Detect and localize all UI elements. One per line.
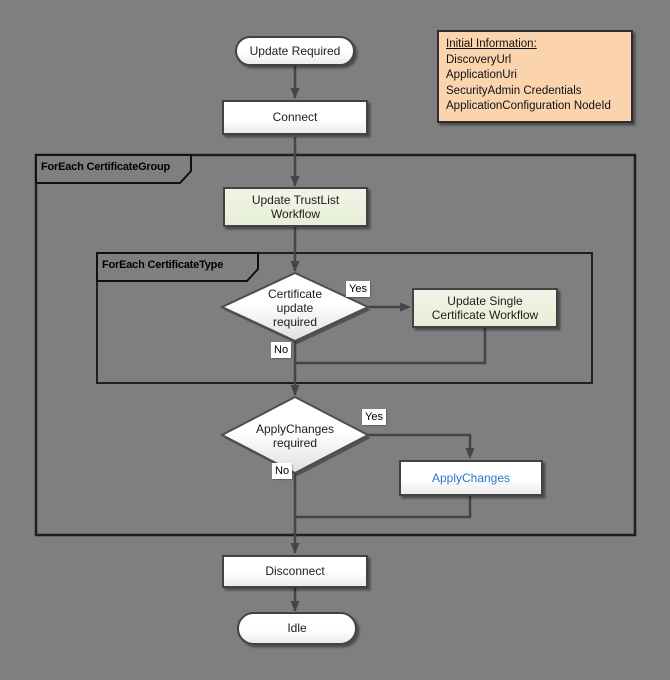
- initial-information-item: SecurityAdmin Credentials: [446, 84, 582, 97]
- certificate-type-frame: [96, 252, 593, 384]
- arrowhead-certdiamond: [290, 261, 300, 272]
- certificate-group-frame: [34, 153, 637, 537]
- certificate-group-tab: [35, 154, 192, 184]
- arrowhead-idle: [290, 601, 300, 612]
- edge-applydiamond-yes: [368, 433, 472, 456]
- initial-information-item: DiscoveryUrl: [446, 53, 512, 66]
- node-disconnect: Disconnect: [222, 555, 368, 588]
- branch-label-applychanges-yes: Yes: [362, 409, 386, 425]
- arrowhead-connect: [290, 88, 300, 99]
- arrowhead-applydiamond: [290, 385, 300, 396]
- branch-label-applychanges-no: No: [272, 463, 293, 479]
- edge-applychanges-return: [295, 496, 472, 519]
- initial-information-item: ApplicationConfiguration NodeId: [446, 100, 611, 112]
- certificate-type-tab: [96, 252, 259, 282]
- applychanges-decision-diamond: [219, 395, 371, 475]
- certificate-group-label: ForEach CertificateGroup: [41, 161, 171, 173]
- branch-label-certificate-yes: Yes: [346, 281, 370, 297]
- node-update-single-certificate-workflow: Update Single Certificate Workflow: [412, 288, 558, 328]
- arrowhead-trustlist: [290, 176, 300, 187]
- initial-information-note: Initial Information: DiscoveryUrl Applic…: [437, 30, 633, 123]
- initial-information-item: ApplicationUri: [446, 69, 517, 81]
- arrowhead-singlecert: [400, 302, 411, 312]
- certificate-type-label: ForEach CertificateType: [102, 259, 224, 271]
- certificate-decision-diamond: [219, 271, 371, 343]
- arrowhead-disconnect: [290, 543, 300, 554]
- decision-certificate-update-required: Certificate update required: [267, 286, 323, 330]
- node-connect: Connect: [222, 100, 368, 135]
- edge-singlecert-return: [295, 328, 487, 365]
- arrowhead-applychanges: [465, 448, 475, 459]
- initial-information-title: Initial Information:: [446, 38, 537, 50]
- node-update-trustlist-workflow: Update TrustList Workflow: [223, 187, 368, 227]
- arrowheads: [290, 88, 475, 612]
- node-update-required: Update Required: [235, 36, 355, 66]
- node-applychanges: ApplyChanges: [399, 460, 543, 496]
- node-idle: Idle: [237, 612, 357, 645]
- branch-label-certificate-no: No: [271, 342, 292, 358]
- decision-applychanges-required: ApplyChanges required: [255, 421, 335, 450]
